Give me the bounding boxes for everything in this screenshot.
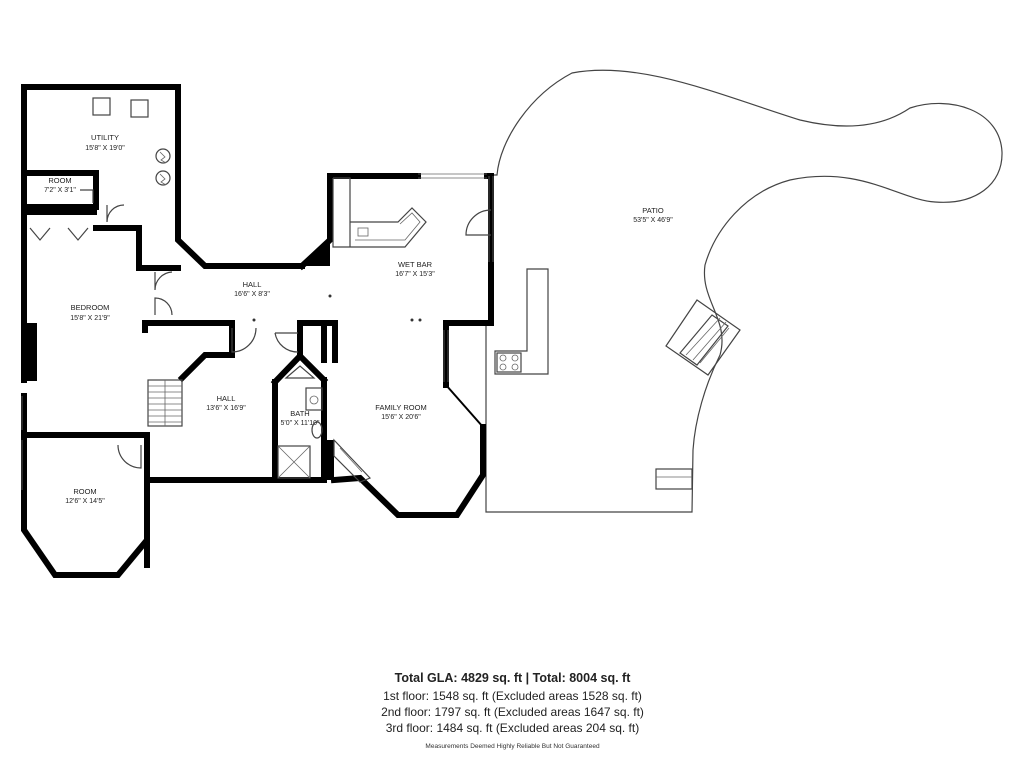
room-utility-name: UTILITY <box>91 133 119 142</box>
bath-vanity <box>305 387 323 411</box>
room-bedroom-name: BEDROOM <box>71 303 110 312</box>
wet-bar-counter <box>332 177 427 248</box>
fire-pit <box>665 299 741 376</box>
door-utility <box>106 204 125 223</box>
water-heater-icon <box>155 148 171 164</box>
room-utility-dims: 15'8" X 19'0" <box>85 145 125 152</box>
room-bath-name: BATH <box>290 409 309 418</box>
patio-steps <box>655 468 693 490</box>
door-octagon <box>117 444 142 469</box>
floor-1-area: 1st floor: 1548 sq. ft (Excluded areas 1… <box>383 689 642 703</box>
room-family-dims: 15'6" X 20'6" <box>381 414 421 421</box>
room-hall-lower-dims: 13'6" X 16'9" <box>206 405 246 412</box>
room-wet-bar-name: WET BAR <box>398 260 433 269</box>
floor-3-area: 3rd floor: 1484 sq. ft (Excluded areas 2… <box>385 721 640 735</box>
room-patio-dims: 53'5" X 46'9" <box>633 217 673 224</box>
hearth <box>333 438 372 483</box>
wall-utility <box>21 84 305 269</box>
fireplace-bedroom <box>24 323 37 381</box>
disclaimer: Measurements Deemed Highly Reliable But … <box>425 743 600 750</box>
room-small-dims: 7'2" X 3'1" <box>44 187 76 194</box>
door-bath <box>274 332 299 353</box>
room-hall-upper-dims: 16'6" X 8'3" <box>234 291 270 298</box>
staircase <box>147 379 183 427</box>
room-wet-bar-dims: 16'7" X 15'3" <box>395 271 435 278</box>
door-bedroom <box>154 271 173 291</box>
door-room-small <box>80 189 94 203</box>
total-area: Total GLA: 4829 sq. ft | Total: 8004 sq.… <box>394 671 631 685</box>
door-wetbar <box>465 209 492 236</box>
outdoor-counter <box>494 268 549 375</box>
floor-breakdown: 1st floor: 1548 sq. ft (Excluded areas 1… <box>0 688 1025 736</box>
appliance-dryer <box>130 99 149 118</box>
door-hall <box>231 327 257 353</box>
appliance-washer <box>92 97 111 116</box>
room-bedroom-dims: 15'8" X 21'9" <box>70 315 110 322</box>
patio-outline <box>485 69 1003 513</box>
room-hall-upper-name: HALL <box>243 280 262 289</box>
room-family-name: FAMILY ROOM <box>375 403 426 412</box>
fireplace-family <box>324 440 334 480</box>
toilet-icon <box>311 421 323 439</box>
room-octagon-name: ROOM <box>73 487 96 496</box>
room-small-name: ROOM <box>48 176 71 185</box>
room-hall-lower-name: HALL <box>217 394 236 403</box>
room-bath-dims: 5'0" X 11'10" <box>280 420 320 427</box>
wall-octagon-room <box>21 432 150 578</box>
floor-2-area: 2nd floor: 1797 sq. ft (Excluded areas 1… <box>381 705 644 719</box>
bath-tub <box>277 445 311 479</box>
room-patio-name: PATIO <box>642 206 664 215</box>
room-octagon-dims: 12'6" X 14'5" <box>65 498 105 505</box>
